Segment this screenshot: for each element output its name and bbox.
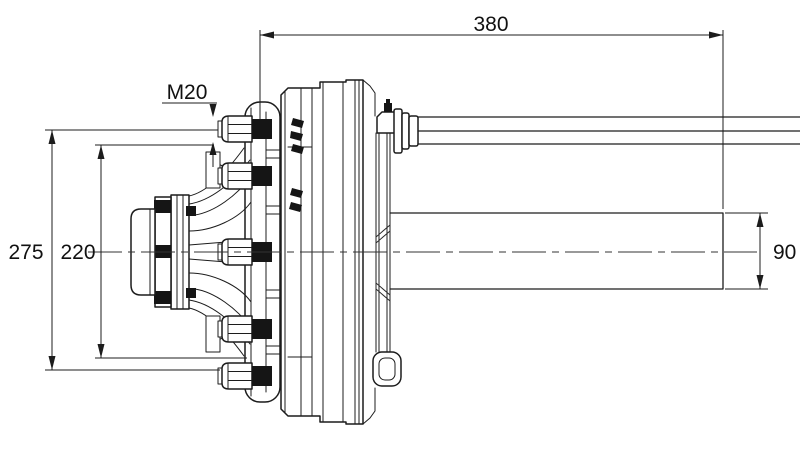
dim-90-label: 90 <box>773 241 796 264</box>
dimension-tube-height: 90 <box>725 212 796 290</box>
camshaft-rod <box>417 116 800 145</box>
axle-tube <box>389 212 724 290</box>
dim-220-label: 220 <box>60 241 95 264</box>
grease-nipple-icon <box>384 99 392 112</box>
dim-275-label: 275 <box>8 241 43 264</box>
hub-flange-ring <box>170 194 196 310</box>
backplate-foot-bracket <box>372 351 402 387</box>
dimension-hub-outer: 275 <box>8 129 220 371</box>
dimension-bolt-circle: 220 <box>60 144 247 359</box>
dimension-stud-thread: M20 <box>162 81 217 167</box>
weld-clip-marks <box>375 224 391 302</box>
brake-backplate <box>372 132 402 387</box>
dim-m20-label: M20 <box>167 81 208 104</box>
retainer-clips <box>289 118 304 212</box>
dim-380-label: 380 <box>473 13 508 36</box>
camshaft-bushing <box>376 99 419 154</box>
dimension-overall-length: 380 <box>259 13 724 209</box>
